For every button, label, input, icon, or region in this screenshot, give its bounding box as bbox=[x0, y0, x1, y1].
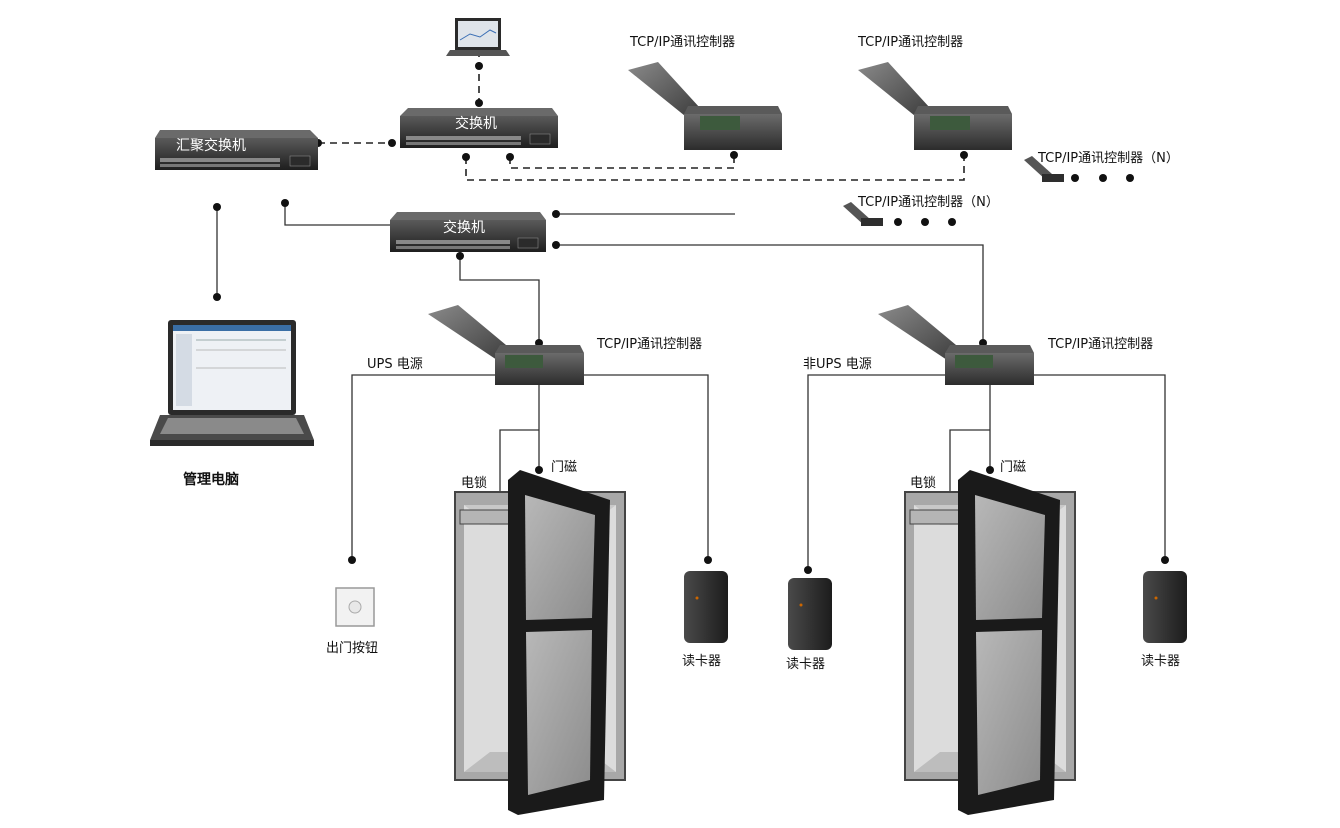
door-a-lock-label: 电锁 bbox=[461, 475, 487, 491]
door-a-magnet-label: 门磁 bbox=[551, 460, 577, 475]
monitor-laptop-top bbox=[446, 18, 510, 56]
controller-more-right: TCP/IP通讯控制器（N） bbox=[1024, 151, 1179, 182]
exit-button: 出门按钮 bbox=[326, 587, 378, 656]
aggregation-switch: 汇聚交换机 bbox=[155, 130, 318, 170]
non-ups-power-label: 非UPS 电源 bbox=[803, 357, 872, 372]
controller-door-b: TCP/IP通讯控制器 bbox=[878, 305, 1153, 385]
card-reader-a-label: 读卡器 bbox=[682, 654, 721, 669]
card-reader-b-right: 读卡器 bbox=[1141, 571, 1187, 669]
card-reader-a: 读卡器 bbox=[682, 571, 728, 669]
door-b-magnet-label: 门磁 bbox=[1000, 460, 1026, 475]
upper-switch-label: 交换机 bbox=[455, 115, 497, 132]
exit-button-label: 出门按钮 bbox=[326, 641, 378, 656]
door-a: 电锁 门磁 bbox=[454, 460, 626, 815]
controller-door-b-label: TCP/IP通讯控制器 bbox=[1047, 337, 1153, 352]
ups-power-label: UPS 电源 bbox=[367, 357, 423, 372]
door-b-lock-label: 电锁 bbox=[910, 475, 936, 491]
controller-more-right-label: TCP/IP通讯控制器（N） bbox=[1037, 151, 1179, 166]
controller-top-b-label: TCP/IP通讯控制器 bbox=[857, 35, 963, 50]
aggregation-switch-label: 汇聚交换机 bbox=[176, 137, 246, 154]
connection-lines bbox=[213, 50, 1169, 574]
upper-switch: 交换机 bbox=[400, 108, 558, 148]
card-reader-b-left: 读卡器 bbox=[786, 578, 832, 672]
controller-top-a: TCP/IP通讯控制器 bbox=[628, 35, 782, 150]
controller-top-b: TCP/IP通讯控制器 bbox=[857, 35, 1012, 150]
lower-switch-label: 交换机 bbox=[443, 219, 485, 236]
management-pc-label: 管理电脑 bbox=[183, 471, 239, 488]
management-pc: 管理电脑 bbox=[150, 320, 314, 488]
ups-power: UPS 电源 bbox=[367, 357, 423, 372]
controller-more-mid: TCP/IP通讯控制器（N） bbox=[843, 195, 999, 226]
controller-more-mid-label: TCP/IP通讯控制器（N） bbox=[857, 195, 999, 210]
card-reader-b-right-label: 读卡器 bbox=[1141, 654, 1180, 669]
non-ups-power: 非UPS 电源 bbox=[803, 357, 872, 372]
lower-switch: 交换机 bbox=[390, 212, 546, 252]
card-reader-b-left-label: 读卡器 bbox=[786, 657, 825, 672]
door-b: 电锁 门磁 bbox=[904, 460, 1076, 815]
controller-door-a: TCP/IP通讯控制器 bbox=[428, 305, 702, 385]
controller-door-a-label: TCP/IP通讯控制器 bbox=[596, 337, 702, 352]
controller-top-a-label: TCP/IP通讯控制器 bbox=[629, 35, 735, 50]
